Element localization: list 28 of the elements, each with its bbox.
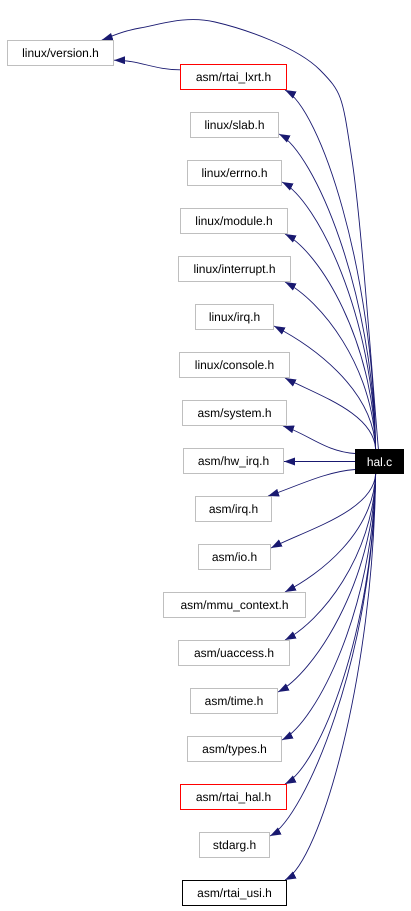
current-file-node: hal.c <box>355 449 404 474</box>
file-node: asm/system.h <box>182 400 287 426</box>
file-node: linux/interrupt.h <box>178 256 291 282</box>
arrow <box>282 426 356 454</box>
file-node: linux/console.h <box>179 352 290 378</box>
file-node: asm/rtai_hal.h <box>180 784 287 810</box>
file-node: asm/types.h <box>187 736 282 762</box>
file-node: asm/hw_irq.h <box>183 448 284 474</box>
file-node: linux/module.h <box>180 208 288 234</box>
file-node: asm/io.h <box>198 544 271 570</box>
arrow <box>284 458 356 466</box>
file-node: linux/slab.h <box>190 112 279 138</box>
file-node: stdarg.h <box>199 832 270 858</box>
arrow <box>284 378 376 450</box>
arrow <box>101 19 379 450</box>
arrow <box>268 469 356 496</box>
arrow <box>274 326 376 450</box>
file-node: asm/mmu_context.h <box>163 592 306 618</box>
file-node: linux/irq.h <box>195 304 274 330</box>
file-node: asm/irq.h <box>195 496 272 522</box>
file-node: linux/version.h <box>7 40 114 66</box>
file-node: asm/rtai_usi.h <box>182 880 287 906</box>
arrow <box>284 474 376 880</box>
file-node: asm/time.h <box>190 688 278 714</box>
file-node: asm/uaccess.h <box>178 640 290 666</box>
file-node: asm/rtai_lxrt.h <box>180 64 287 90</box>
arrow <box>114 56 180 70</box>
file-node: linux/errno.h <box>187 160 282 186</box>
